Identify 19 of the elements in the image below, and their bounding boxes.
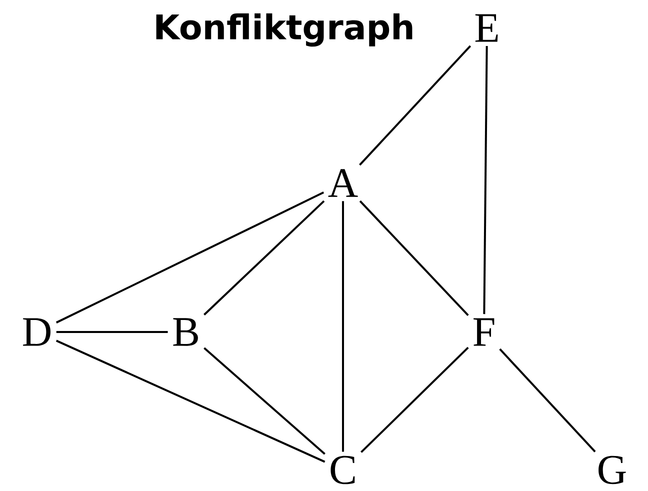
edge-line (56, 331, 168, 333)
vertex-label: A (328, 169, 358, 197)
edge-line (56, 340, 326, 463)
vertex-label: G (598, 456, 626, 484)
edge-line (342, 201, 344, 452)
vertex-label: C (330, 456, 355, 484)
title: Konfliktgraph (156, 13, 412, 47)
vertex-label: E (475, 14, 498, 42)
vertex-label: D (23, 318, 50, 346)
vertex-label: B (173, 318, 198, 346)
edge-line (204, 347, 326, 455)
edge-line (499, 348, 596, 452)
edge-line (56, 192, 324, 324)
edge-line (359, 200, 469, 316)
edge-line (359, 45, 472, 166)
vertex-label: F (474, 318, 494, 346)
edge-line (204, 200, 325, 316)
edge-line (483, 46, 488, 314)
edge-line (360, 346, 469, 453)
